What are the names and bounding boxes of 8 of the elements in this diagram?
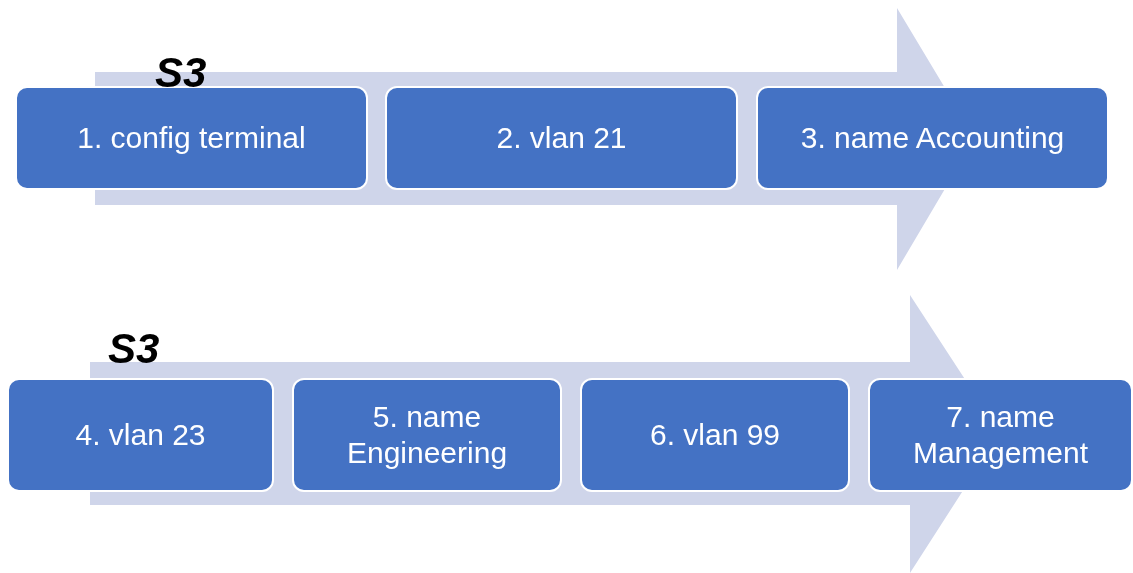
process-box: 1. config terminal [15,86,368,190]
process-box: 6. vlan 99 [580,378,850,492]
process-box: 4. vlan 23 [7,378,274,492]
process-box: 2. vlan 21 [385,86,738,190]
switch-label: S3 [108,328,160,370]
process-box: 7. name Management [868,378,1133,492]
process-box: 5. name Engineering [292,378,562,492]
process-box: 3. name Accounting [756,86,1109,190]
